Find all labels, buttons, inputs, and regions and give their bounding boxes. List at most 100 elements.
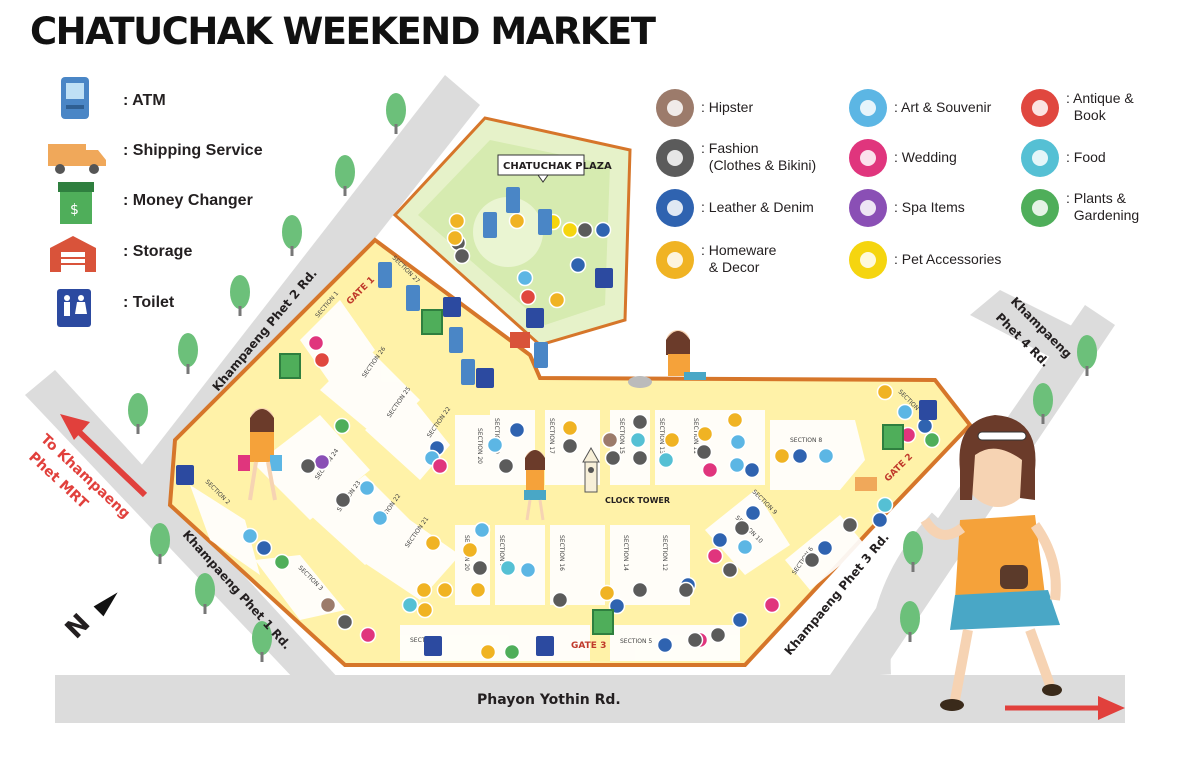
category-marker — [631, 413, 649, 431]
legend-money-changer: : Money Changer — [123, 192, 253, 209]
section-label: SECTION 14 — [622, 535, 629, 571]
category-marker — [508, 212, 526, 230]
category-marker — [508, 421, 526, 439]
category-marker — [816, 539, 834, 557]
section-label: SECTION 20 — [476, 428, 483, 464]
tourist-illustration — [920, 415, 1062, 711]
category-marker — [479, 643, 497, 661]
category-marker — [916, 417, 934, 435]
category-marker — [516, 269, 534, 287]
category-marker — [729, 433, 747, 451]
category-label: : Food — [1066, 149, 1106, 165]
category-marker — [446, 229, 464, 247]
hipster-icon — [656, 89, 694, 127]
category-marker — [569, 256, 587, 274]
atm-marker-icon — [461, 359, 475, 385]
category-label: : Fashion (Clothes & Bikini) — [701, 140, 817, 173]
category-marker — [896, 403, 914, 421]
money-changer-icon: $ — [58, 182, 94, 224]
category-marker — [706, 547, 724, 565]
money-changer-marker-icon — [421, 309, 443, 335]
pet-owner-illustration — [628, 330, 706, 388]
direction-arrows — [60, 414, 1125, 720]
toilet-marker-icon — [526, 308, 544, 328]
category-marker — [744, 504, 762, 522]
section-label: SECTION 13 — [658, 418, 665, 454]
legend-toilet: : Toilet — [123, 294, 175, 311]
category-marker — [736, 538, 754, 556]
plant-icon — [1021, 189, 1059, 227]
legend-atm: : ATM — [123, 92, 166, 109]
category-marker — [598, 584, 616, 602]
category-marker — [358, 479, 376, 497]
arrow-to-mrt-icon — [60, 414, 90, 440]
category-marker — [743, 461, 761, 479]
toilet-marker-icon — [536, 636, 554, 656]
category-marker — [273, 553, 291, 571]
toilet-marker-icon — [176, 465, 194, 485]
category-marker — [695, 443, 713, 461]
arrow-right-icon — [1098, 696, 1125, 720]
section-label: SECTION 18 — [498, 535, 505, 571]
money-changer-marker-icon — [882, 424, 904, 450]
plaza-label: CHATUCHAK PLAZA — [503, 161, 612, 172]
category-marker — [656, 636, 674, 654]
category-marker — [604, 449, 622, 467]
category-label: : Wedding — [894, 149, 957, 165]
atm-marker-icon — [378, 262, 392, 288]
storage-marker-icon — [510, 332, 530, 348]
section-label: SECTION 12 — [661, 535, 668, 571]
storage-icon — [50, 236, 96, 272]
category-marker — [519, 561, 537, 579]
category-marker — [709, 626, 727, 644]
category-marker — [319, 596, 337, 614]
section-label: SECTION 19 — [493, 418, 500, 454]
category-marker — [791, 447, 809, 465]
category-label: : Art & Souvenir — [894, 99, 992, 115]
toilet-marker-icon — [919, 400, 937, 420]
category-marker — [469, 581, 487, 599]
toilet-icon — [57, 289, 91, 327]
category-marker — [486, 436, 504, 454]
category-marker — [453, 247, 471, 265]
category-marker — [711, 531, 729, 549]
atm-marker-icon — [483, 212, 497, 238]
category-marker — [551, 591, 569, 609]
category-marker — [871, 511, 889, 529]
section-label: SECTION 16 — [558, 535, 565, 571]
spa-icon — [849, 189, 887, 227]
category-marker — [461, 541, 479, 559]
toilet-marker-icon — [476, 368, 494, 388]
category-marker — [601, 431, 619, 449]
shipping-truck-icon — [48, 144, 106, 174]
category-marker — [763, 596, 781, 614]
phayon-yothin-road — [55, 675, 1125, 723]
category-marker — [241, 527, 259, 545]
category-marker — [677, 581, 695, 599]
homeware-icon — [656, 241, 694, 279]
section-label: SECTION 17 — [548, 418, 555, 454]
category-marker — [696, 425, 714, 443]
category-marker — [336, 613, 354, 631]
fashion-icon — [656, 139, 694, 177]
atm-marker-icon — [506, 187, 520, 213]
category-marker — [431, 457, 449, 475]
leather-icon — [656, 189, 694, 227]
category-marker — [299, 457, 317, 475]
category-label: : Plants & Gardening — [1066, 190, 1140, 223]
food-icon — [1021, 139, 1059, 177]
category-marker — [594, 221, 612, 239]
category-marker — [313, 351, 331, 369]
category-marker — [731, 611, 749, 629]
category-marker — [416, 601, 434, 619]
atm-marker-icon — [406, 285, 420, 311]
legend-shipping: : Shipping Service — [123, 142, 263, 159]
category-marker — [773, 447, 791, 465]
gate-3-label: GATE 3 — [571, 641, 606, 651]
category-label: : Spa Items — [894, 199, 965, 215]
category-marker — [657, 451, 675, 469]
map-markers — [176, 187, 941, 661]
section-label: SECTION 15 — [618, 418, 625, 454]
category-marker — [728, 456, 746, 474]
category-marker — [415, 581, 433, 599]
